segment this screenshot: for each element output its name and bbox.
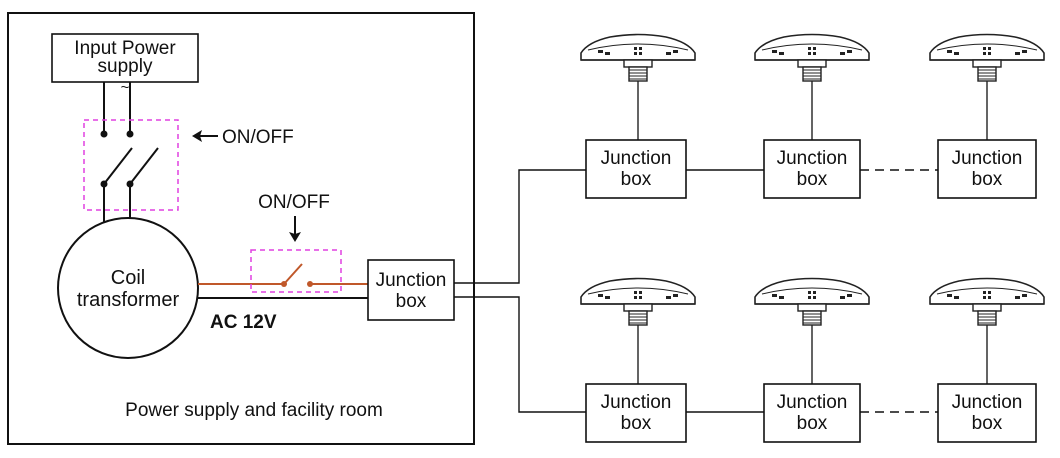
facility-room-border (7, 12, 475, 445)
junction-box-bottom-2 (763, 383, 861, 443)
main-junction-label-line1: Junction (376, 270, 447, 291)
underwater-light-icon (754, 277, 870, 385)
junction-box-bottom-3 (937, 383, 1037, 443)
underwater-light-icon (929, 33, 1045, 141)
voltage-label: AC 12V (210, 312, 277, 333)
facility-room-label: Power supply and facility room (125, 400, 383, 421)
main-switch-blade-1 (103, 147, 133, 185)
junction-label-line2: box (621, 169, 652, 190)
transformer-label-line2: transformer (77, 289, 180, 311)
junction-box-top-1 (585, 139, 687, 199)
main-switch-blade-2 (129, 147, 159, 185)
junction-label-line2: box (797, 413, 828, 434)
arrow-icon (289, 216, 301, 242)
secondary-switch-blade (283, 263, 303, 285)
junction-label-line1: Junction (777, 392, 848, 413)
junction-label-line2: box (972, 169, 1003, 190)
junction-label-line1: Junction (777, 148, 848, 169)
main-junction-label-line2: box (396, 291, 427, 312)
transformer-label-line1: Coil (111, 267, 145, 289)
junction-label-line2: box (797, 169, 828, 190)
main-junction-box (367, 259, 455, 321)
underwater-light-icon (754, 33, 870, 141)
main-switch-enclosure (83, 119, 179, 211)
main-switch-label: ON/OFF (222, 127, 294, 148)
coil-transformer (57, 217, 199, 359)
arrow-icon (192, 130, 218, 142)
ac-symbol: ~ (121, 79, 130, 96)
branch-wire-bottom (454, 296, 586, 413)
junction-label-line1: Junction (601, 148, 672, 169)
junction-label-line1: Junction (952, 392, 1023, 413)
junction-label-line1: Junction (952, 148, 1023, 169)
underwater-light-icon (580, 33, 696, 141)
branch-wire-top (454, 169, 586, 284)
input-power-box (51, 33, 199, 83)
junction-box-bottom-1 (585, 383, 687, 443)
underwater-light-icon (580, 277, 696, 385)
junction-box-top-2 (763, 139, 861, 199)
input-power-label-line1: Input Power (74, 38, 176, 59)
junction-label-line2: box (621, 413, 652, 434)
underwater-light-icon (929, 277, 1045, 385)
junction-label-line2: box (972, 413, 1003, 434)
input-power-label-line2: supply (98, 56, 153, 77)
secondary-switch-label: ON/OFF (258, 192, 330, 213)
secondary-switch-enclosure (250, 249, 342, 293)
junction-box-top-3 (937, 139, 1037, 199)
junction-label-line1: Junction (601, 392, 672, 413)
